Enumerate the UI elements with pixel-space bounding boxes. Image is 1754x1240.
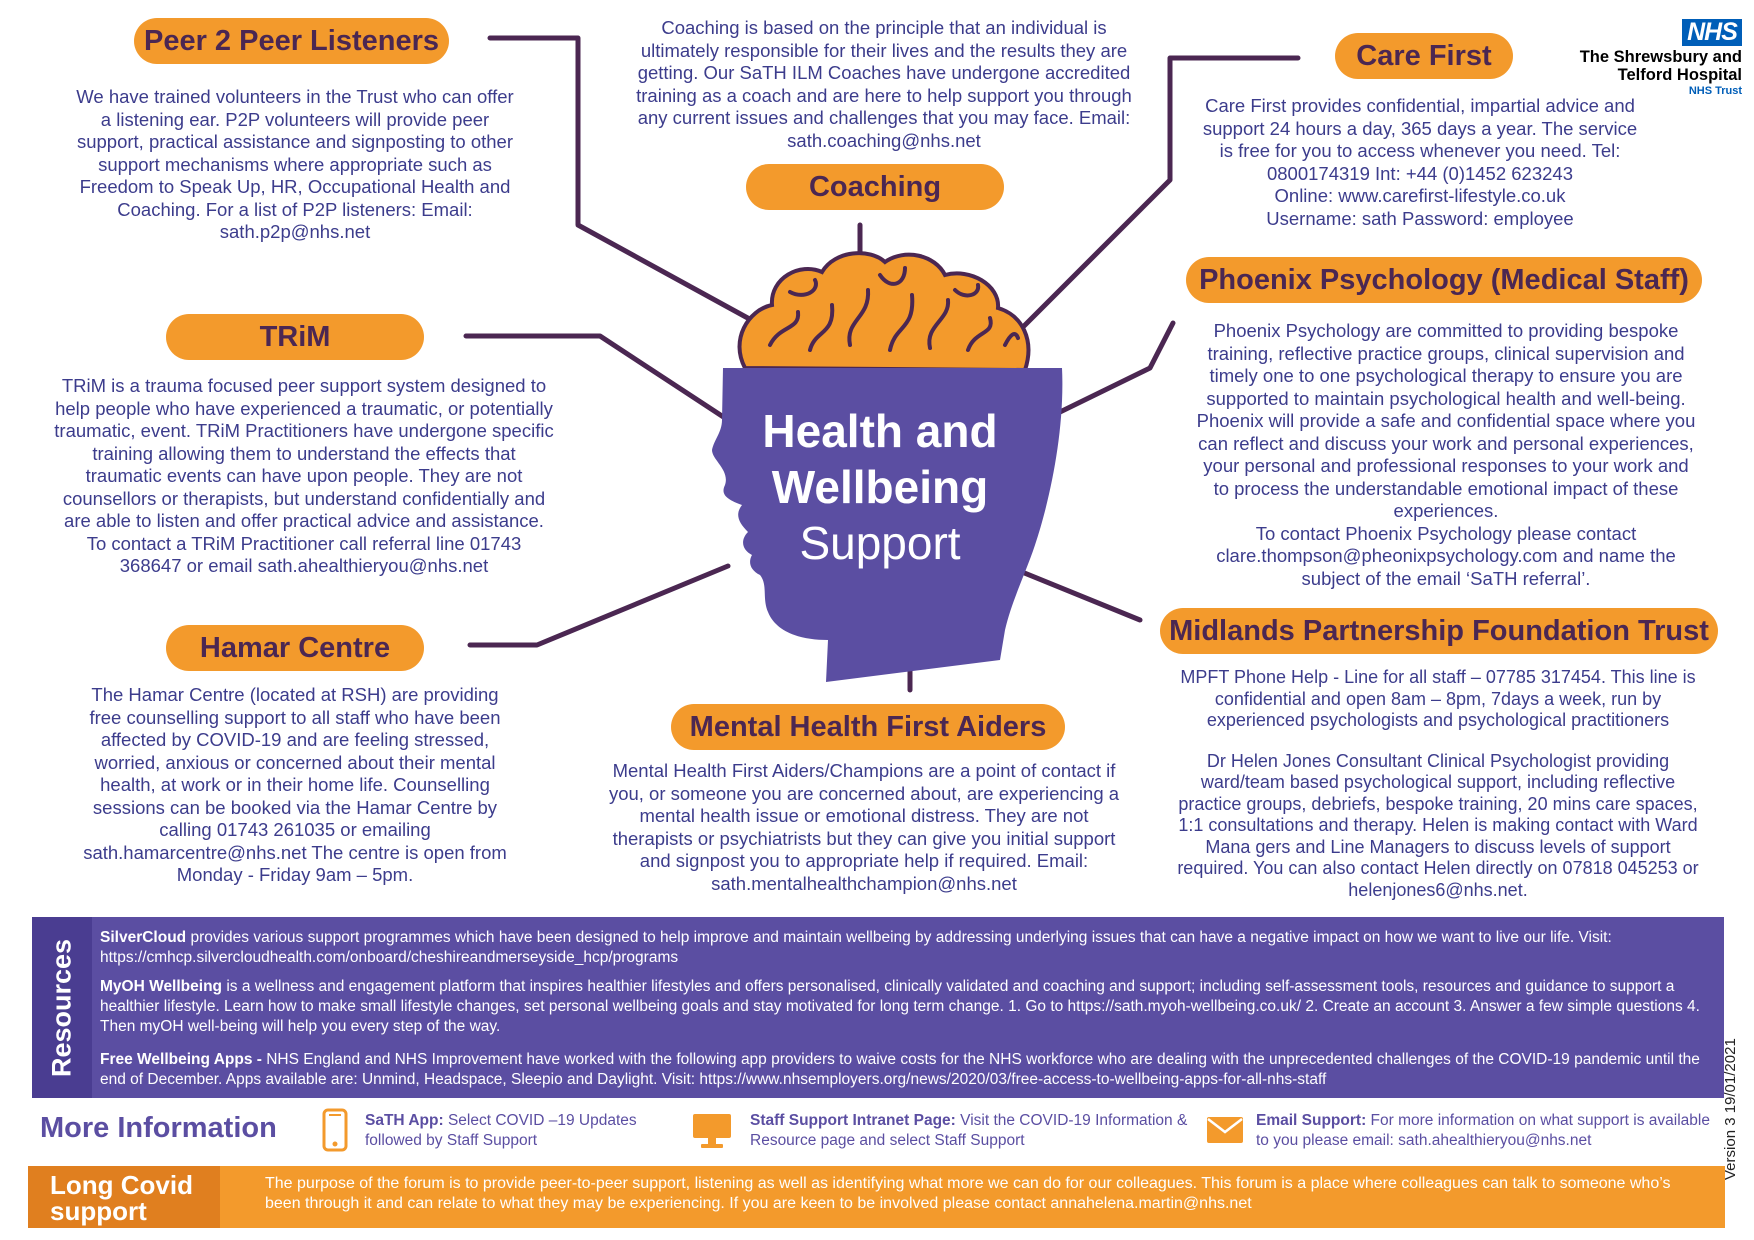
phoenix-title: Phoenix Psychology (Medical Staff) (1186, 257, 1702, 303)
mpft-text2: Dr Helen Jones Consultant Clinical Psych… (1177, 750, 1699, 900)
resource-myoh: MyOH Wellbeing is a wellness and engagem… (100, 977, 1715, 1037)
computer-monitor-icon (693, 1114, 731, 1148)
long-covid-banner: Long Covid support The purpose of the fo… (28, 1166, 1725, 1228)
connector-carefirst (1017, 55, 1301, 333)
apps-text: NHS England and NHS Improvement have wor… (100, 1051, 1700, 1088)
carefirst-text-body: Care First provides confidential, impart… (1202, 95, 1638, 184)
center-title-line3: Support (799, 517, 961, 569)
carefirst-login: Username: sath Password: employee (1266, 207, 1574, 229)
sath-app-text: Select COVID –19 Updates followed by Sta… (365, 1112, 637, 1149)
intranet-label: Staff Support Intranet Page: (750, 1112, 956, 1129)
apps-name: Free Wellbeing Apps - (100, 1051, 262, 1068)
long-covid-label-line2: support (50, 1196, 147, 1226)
carefirst-text: Care First provides confidential, impart… (1196, 95, 1644, 230)
p2p-title: Peer 2 Peer Listeners (134, 18, 449, 64)
head-silhouette (712, 368, 1063, 682)
mpft-text1: MPFT Phone Help - Line for all staff – 0… (1180, 667, 1696, 730)
mobile-phone-icon (322, 1108, 348, 1152)
long-covid-label-line1: Long Covid (50, 1170, 193, 1200)
trust-name-line2: Telford Hospital (1617, 66, 1742, 84)
trust-name-line1: The Shrewsbury and (1579, 48, 1742, 66)
connector-hamar (467, 563, 731, 648)
hamar-title: Hamar Centre (166, 625, 424, 671)
email-support-text: For more information on what support is … (1256, 1112, 1710, 1149)
hamar-text-body: The Hamar Centre (located at RSH) are pr… (83, 684, 507, 885)
silvercloud-text: provides various support programmes whic… (100, 929, 1612, 966)
carefirst-title: Care First (1335, 33, 1513, 79)
sath-app-label: SaTH App: (365, 1112, 444, 1129)
email-support-info: Email Support: For more information on w… (1256, 1111, 1716, 1151)
coaching-title: Coaching (746, 164, 1004, 210)
mpft-text: MPFT Phone Help - Line for all staff – 0… (1168, 667, 1708, 901)
phoenix-text: Phoenix Psychology are committed to prov… (1196, 320, 1696, 590)
mpft-title: Midlands Partnership Foundation Trust (1160, 608, 1718, 654)
coaching-text-body: Coaching is based on the principle that … (636, 17, 1132, 151)
resources-panel: Resources SilverCloud provides various s… (32, 917, 1724, 1098)
myoh-name: MyOH Wellbeing (100, 978, 223, 995)
mhfa-text-body: Mental Health First Aiders/Champions are… (608, 760, 1120, 894)
center-title-line1: Health and (762, 405, 998, 457)
long-covid-text: The purpose of the forum is to provide p… (265, 1175, 1671, 1212)
p2p-text: We have trained volunteers in the Trust … (74, 86, 516, 244)
sath-app-info: SaTH App: Select COVID –19 Updates follo… (365, 1111, 665, 1151)
p2p-text-body: We have trained volunteers in the Trust … (76, 86, 514, 242)
more-info-title: More Information (40, 1112, 277, 1144)
center-title: Health and Wellbeing Support (730, 403, 1030, 571)
connector-phoenix (1057, 320, 1176, 415)
version-label: Version 3 19/01/2021 (1722, 1038, 1739, 1180)
resource-apps: Free Wellbeing Apps - NHS England and NH… (100, 1050, 1715, 1090)
mhfa-text: Mental Health First Aiders/Champions are… (604, 760, 1124, 895)
trim-text-body: TRiM is a trauma focused peer support sy… (54, 375, 554, 576)
trust-name: The Shrewsbury and Telford Hospital NHS … (1540, 48, 1742, 98)
hamar-text: The Hamar Centre (located at RSH) are pr… (74, 684, 516, 887)
center-title-line2: Wellbeing (771, 461, 989, 513)
head-brain-illustration (712, 251, 1063, 682)
coaching-text: Coaching is based on the principle that … (630, 17, 1138, 152)
phoenix-text-body: Phoenix Psychology are committed to prov… (1196, 320, 1696, 521)
resource-silvercloud: SilverCloud provides various support pro… (100, 928, 1715, 968)
trim-title: TRiM (166, 314, 424, 360)
mhfa-title: Mental Health First Aiders (671, 704, 1065, 750)
nhs-logo: NHS (1682, 18, 1742, 46)
intranet-text: Visit the COVID-19 Information & Resourc… (750, 1112, 1188, 1149)
brain-icon (737, 251, 1031, 373)
phoenix-contact: To contact Phoenix Psychology please con… (1216, 522, 1676, 589)
carefirst-online: Online: www.carefirst-lifestyle.co.uk (1274, 185, 1566, 206)
connector-p2p (487, 35, 758, 325)
silvercloud-name: SilverCloud (100, 929, 187, 946)
long-covid-label: Long Covid support (28, 1166, 220, 1228)
email-support-label: Email Support: (1256, 1112, 1367, 1129)
connector-trim (463, 333, 728, 421)
intranet-info: Staff Support Intranet Page: Visit the C… (750, 1111, 1190, 1151)
myoh-text: is a wellness and engagement platform th… (100, 978, 1700, 1035)
trust-name-line3: NHS Trust (1688, 85, 1742, 97)
resources-label: Resources (32, 917, 92, 1098)
envelope-icon (1207, 1117, 1243, 1143)
trim-text: TRiM is a trauma focused peer support sy… (54, 375, 554, 578)
